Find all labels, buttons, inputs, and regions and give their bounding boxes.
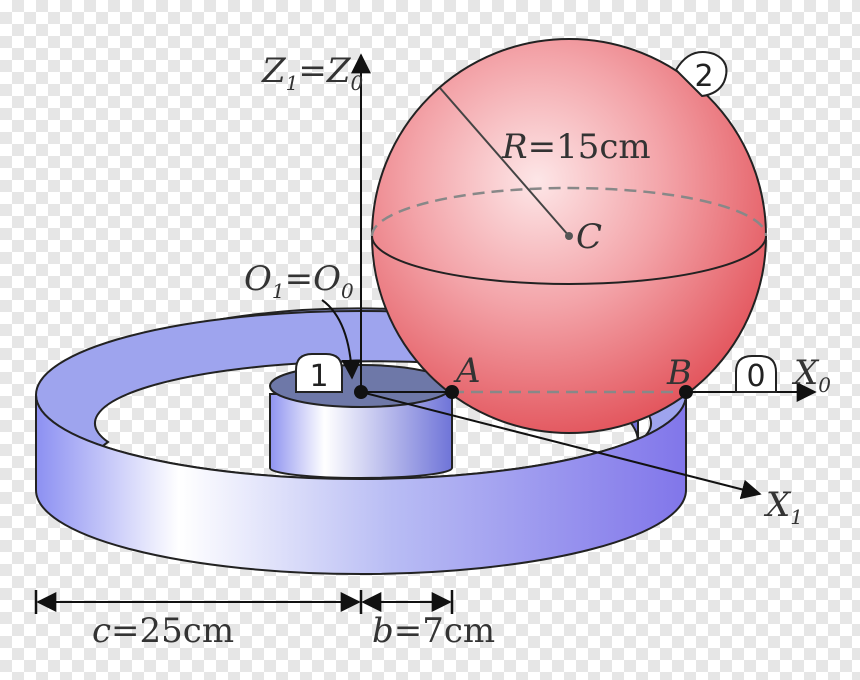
- ring-front-wall: [35, 394, 687, 575]
- point-c-label: C: [576, 217, 602, 257]
- x1-axis-label: X1: [763, 485, 803, 529]
- x0-axis-label: X0: [791, 353, 831, 397]
- z-axis-label: Z1=Z0: [261, 51, 363, 95]
- point-b-dot: [679, 385, 693, 399]
- sphere-equator-back: [370, 186, 768, 237]
- radius-label: R=15cm: [501, 127, 651, 167]
- origin-label: O1=O0: [244, 259, 354, 303]
- radius-line: [439, 87, 570, 237]
- dim-c-label: c=25cm: [92, 611, 234, 651]
- origin-point: [354, 385, 368, 399]
- point-c-dot: [565, 232, 573, 240]
- tag-0: 0: [735, 355, 777, 394]
- point-b-label: B: [666, 353, 692, 393]
- sphere-equator-front: [371, 235, 767, 285]
- dim-b-label: b=7cm: [372, 611, 495, 651]
- point-a-label: A: [453, 351, 481, 391]
- tag-2-text: 2: [694, 59, 713, 94]
- x1-axis: [360, 391, 762, 500]
- tag-1: 1: [295, 353, 343, 394]
- tag-2: 2: [674, 51, 728, 98]
- tag-1-text: 1: [309, 359, 328, 394]
- origin-leader-arrow: [321, 299, 362, 380]
- tag-0-text: 0: [746, 359, 765, 394]
- hub-side: [269, 393, 453, 479]
- point-a-dot: [445, 385, 459, 399]
